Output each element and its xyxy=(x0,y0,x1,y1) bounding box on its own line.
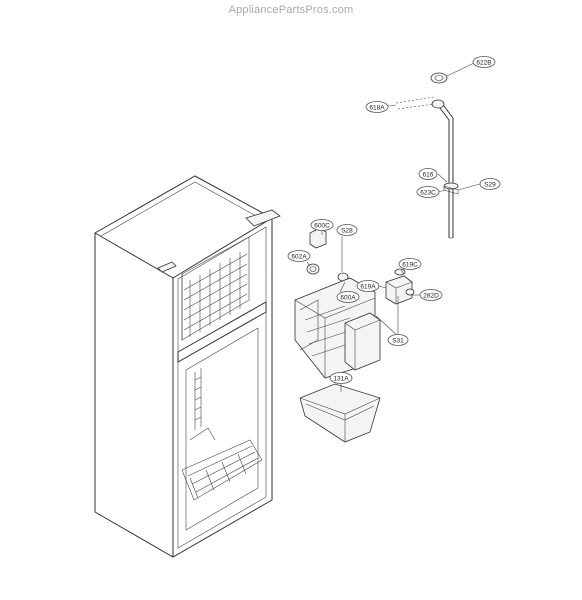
ice-bin xyxy=(299,383,381,443)
callout-text: 600C xyxy=(314,222,330,229)
callout-text: 602A xyxy=(291,253,307,260)
callout-619A[interactable]: 619A xyxy=(356,280,380,292)
callout-text: 619A xyxy=(360,283,376,290)
callout-text: 618A xyxy=(369,104,385,111)
callout-600A[interactable]: 600A xyxy=(336,291,360,303)
callout-text: 282D xyxy=(423,292,439,299)
watermark: AppliancePartsPros.com xyxy=(228,4,354,16)
callout-text: 623C xyxy=(420,189,436,196)
callout-text: 131A xyxy=(333,375,349,382)
callout-text: 600A xyxy=(340,294,356,301)
water-fill-tube xyxy=(395,72,459,239)
callout-131A[interactable]: 131A xyxy=(329,372,353,384)
callout-text: S31 xyxy=(392,337,404,344)
callout-600C[interactable]: 600C xyxy=(310,219,334,231)
callout-619C[interactable]: 619C xyxy=(398,258,422,270)
callout-text: 619C xyxy=(402,261,418,268)
callout-leaders xyxy=(306,62,481,392)
callout-text: 622B xyxy=(476,59,491,66)
callout-622B[interactable]: 622B xyxy=(472,56,496,68)
callout-602A[interactable]: 602A xyxy=(287,250,311,262)
callout-528[interactable]: S28 xyxy=(336,224,358,236)
callout-text: 616 xyxy=(423,171,434,178)
callout-text: S29 xyxy=(484,181,496,188)
callout-282D[interactable]: 282D xyxy=(419,289,443,301)
callout-text: S28 xyxy=(341,227,353,234)
callout-616[interactable]: 616 xyxy=(418,168,438,180)
callout-618A[interactable]: 618A xyxy=(365,101,389,113)
ice-maker-assembly xyxy=(294,227,415,379)
callout-529[interactable]: S29 xyxy=(479,178,501,190)
refrigerator-cabinet xyxy=(94,175,281,558)
callout-531[interactable]: S31 xyxy=(387,334,409,346)
callout-623C[interactable]: 623C xyxy=(416,186,440,198)
